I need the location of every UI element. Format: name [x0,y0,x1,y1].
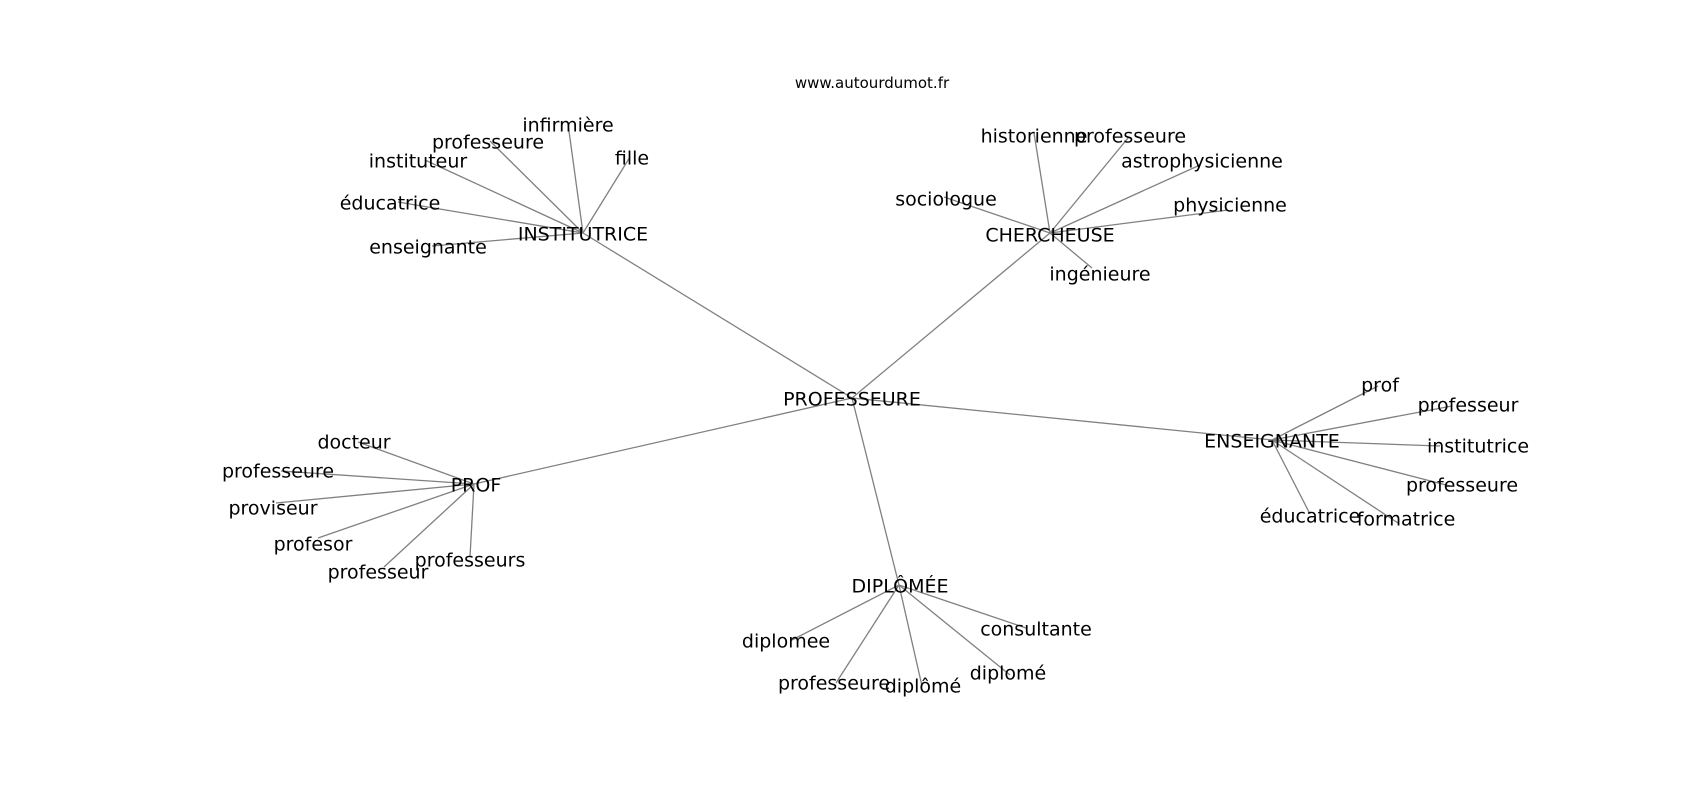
edge-institutrice-infirmiere [567,123,584,234]
edge-prof-proviseur [275,483,475,504]
edge-root-diplomee [851,397,900,586]
hub-node-prof: PROF [451,475,502,497]
leaf-node-diplome: diplômé [885,676,962,698]
leaf-node-instituteur: instituteur [369,151,468,173]
edge-institutrice-instituteur [424,159,584,234]
edge-enseignante-professeure [1271,439,1451,487]
edge-institutrice-educatrice [397,201,584,234]
leaf-node-diplomee: diplomee [742,631,830,653]
edge-prof-professeurs [469,483,475,558]
edge-diplomee-professeure [835,584,900,684]
leaf-node-professeure: professeure [432,132,544,154]
edge-chercheuse-physicienne [1049,209,1229,234]
edge-enseignante-educatrice [1271,439,1311,515]
edge-institutrice-enseignante [431,232,584,247]
leaf-node-fille: fille [615,148,649,170]
leaf-node-infirmiere: infirmière [522,115,613,137]
edge-prof-profesor [317,483,475,539]
edge-diplomee-diplome [898,584,1011,676]
leaf-node-proviseur: proviseur [228,498,317,520]
hub-node-enseignante: ENSEIGNANTE [1204,431,1340,453]
edge-enseignante-prof [1271,385,1379,441]
leaf-node-formatrice: formatrice [1357,509,1456,531]
edge-prof-docteur [357,441,475,485]
edge-chercheuse-astrophysicienne [1049,164,1201,234]
edge-chercheuse-sociologue [943,196,1051,234]
edge-enseignante-institutrice [1271,439,1441,447]
leaf-node-sociologue: sociologue [895,189,997,211]
edge-chercheuse-historienne [1033,132,1051,234]
leaf-node-professeur: professeur [1418,395,1519,417]
site-url: www.autourdumot.fr [795,74,950,92]
edge-institutrice-fille [582,156,631,234]
leaf-node-professeure: professeure [778,673,890,695]
leaf-node-professeure: professeure [222,461,334,483]
edge-diplomee-diplome [898,584,923,687]
leaf-node-educatrice: éducatrice [1260,506,1361,528]
edge-enseignante-formatrice [1271,439,1399,524]
leaf-node-institutrice: institutrice [1427,436,1529,458]
edge-diplomee-diplomee [791,584,900,641]
labels-layer: www.autourdumot.fr PROFESSEURE infirmière… [222,74,1529,698]
edge-enseignante-professeur [1271,405,1453,441]
leaf-node-prof: prof [1361,375,1400,397]
leaf-node-professeurs: professeurs [415,550,526,572]
edge-root-institutrice [582,232,853,399]
leaf-node-ingenieure: ingénieure [1049,264,1150,286]
edge-root-chercheuse [851,232,1051,399]
root-node-label: PROFESSEURE [783,389,921,411]
hub-node-diplomee: DIPLÔMÉE [852,574,949,598]
leaf-node-diplome: diplomé [970,663,1047,685]
edge-prof-professeur [383,483,475,568]
edge-root-enseignante [851,397,1273,441]
leaf-node-enseignante: enseignante [369,237,487,259]
hub-node-chercheuse: CHERCHEUSE [985,225,1114,247]
edges-layer [275,123,1453,687]
edge-institutrice-professeure [489,140,584,234]
leaf-node-professeur: professeur [328,562,429,584]
leaf-node-docteur: docteur [317,432,390,454]
leaf-node-profesor: profesor [274,534,353,556]
edge-diplomee-consultante [898,584,1027,629]
leaf-node-historienne: historienne [981,126,1088,148]
leaf-node-professeure: professeure [1406,475,1518,497]
leaf-node-educatrice: éducatrice [340,193,441,215]
edge-root-prof [473,397,853,485]
leaf-node-astrophysicienne: astrophysicienne [1121,151,1283,173]
edge-chercheuse-ingenieure [1049,232,1093,269]
leaf-node-professeure: professeure [1074,126,1186,148]
leaf-node-physicienne: physicienne [1173,195,1287,217]
hub-node-institutrice: INSTITUTRICE [518,224,648,246]
edge-prof-professeure [280,470,475,485]
leaf-node-consultante: consultante [980,619,1092,641]
edge-chercheuse-professeure [1049,137,1129,234]
